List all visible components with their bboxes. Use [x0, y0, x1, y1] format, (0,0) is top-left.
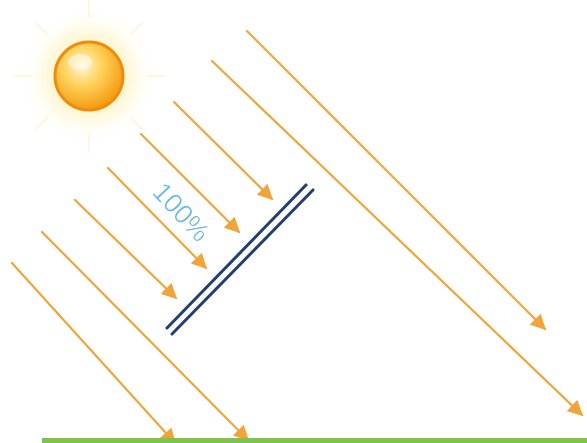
sun-icon	[13, 0, 165, 152]
incidence-label: 100%	[147, 177, 216, 248]
ray-1	[12, 263, 175, 443]
ray-3	[75, 200, 176, 298]
ground-line	[42, 438, 587, 443]
ray-8	[247, 31, 545, 329]
ray-6	[174, 102, 272, 199]
